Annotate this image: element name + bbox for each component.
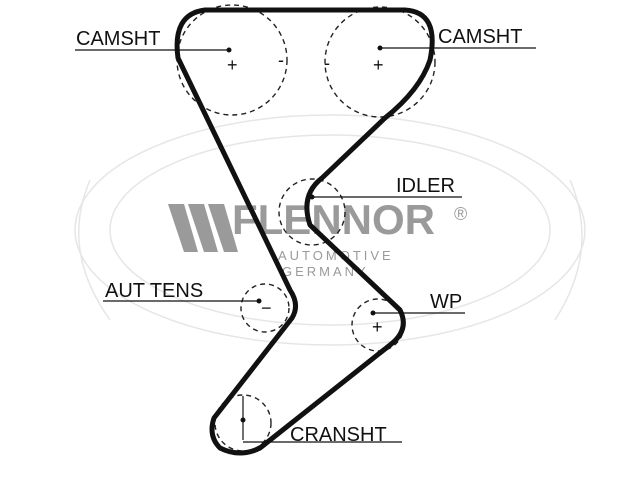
timing-belt xyxy=(174,7,435,456)
camshaft-right-minus-sign: - xyxy=(324,53,330,73)
engine-outline xyxy=(74,114,586,346)
auto-tensioner-pulley xyxy=(240,283,290,333)
camshaft-left-label: CAMSHT xyxy=(76,28,160,50)
camshaft-right-plus-sign: + xyxy=(373,55,384,75)
watermark-line2: GERMANY xyxy=(282,264,369,279)
camshaft-right-label: CAMSHT xyxy=(438,26,522,48)
camshaft-pulley-right xyxy=(324,6,436,118)
auto-tensioner-label: AUT TENS xyxy=(105,280,203,302)
crankshaft-pulley xyxy=(214,394,272,452)
camshaft-left-minus-sign: - xyxy=(278,50,284,70)
water-pump-plus-sign: + xyxy=(372,317,383,337)
watermark-registered-mark: ® xyxy=(454,204,467,224)
idler-pulley xyxy=(278,178,346,246)
watermark-line1: AUTOMOTIVE xyxy=(278,248,394,263)
auto-tensioner-minus-sign: − xyxy=(261,298,272,318)
idler-label: IDLER xyxy=(396,175,455,197)
water-pump-label: WP xyxy=(430,291,462,313)
crankshaft-label: CRANSHT xyxy=(290,424,387,446)
flennor-watermark: FLENNOR ® AUTOMOTIVE GERMANY xyxy=(168,196,467,279)
camshaft-left-plus-sign: + xyxy=(227,55,238,75)
flennor-logo-icon xyxy=(168,204,238,252)
